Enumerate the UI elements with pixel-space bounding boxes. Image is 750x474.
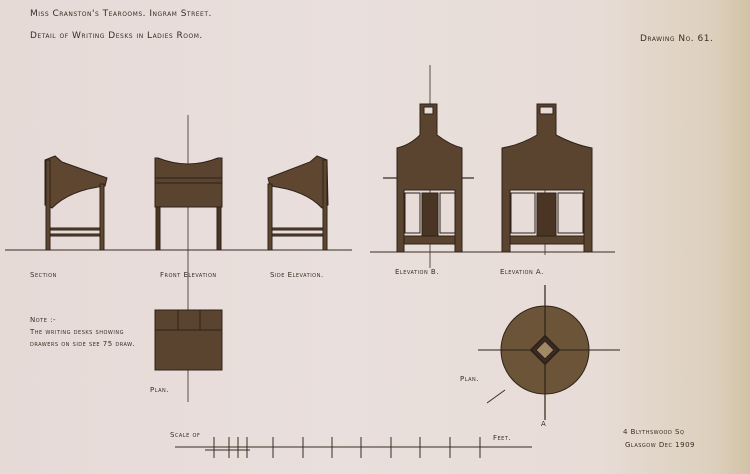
scale-unit: Feet. [493, 434, 512, 442]
label-plan-right: Plan. [460, 375, 480, 383]
label-side-elevation: Side Elevation. [270, 271, 324, 279]
note-line-1: Note :- [30, 316, 56, 324]
elevation-a-view [501, 103, 593, 253]
plan-square-view [154, 309, 223, 371]
title-line-2: Detail of Writing Desks in Ladies Room. [30, 31, 203, 41]
label-front-elevation: Front Elevation [160, 271, 217, 279]
label-section: Section [30, 271, 57, 279]
view-arrow [486, 389, 506, 404]
note-line-2: The writing desks showing [30, 328, 124, 336]
address-line-1: 4 Blythswood Sq [623, 428, 685, 436]
drawing-number: Drawing No. 61. [640, 34, 714, 44]
elevation-b-view [396, 103, 463, 253]
title-line-1: Miss Cranston's Tearooms. Ingram Street. [30, 9, 212, 19]
label-elevation-b: Elevation B. [395, 268, 439, 276]
label-plan-left: Plan. [150, 386, 170, 394]
plan-round-view [478, 285, 620, 420]
note-line-3: drawers on side see 75 draw. [30, 340, 136, 348]
scale-bar [175, 437, 532, 458]
address-line-2: Glasgow Dec 1909 [625, 441, 695, 449]
section-view [44, 155, 108, 251]
label-elevation-a: Elevation A. [500, 268, 544, 276]
scale-label: Scale of [170, 431, 201, 439]
side-elevation-view [267, 155, 329, 251]
front-elevation-view [154, 157, 223, 251]
section-marker-a: A [541, 420, 547, 428]
